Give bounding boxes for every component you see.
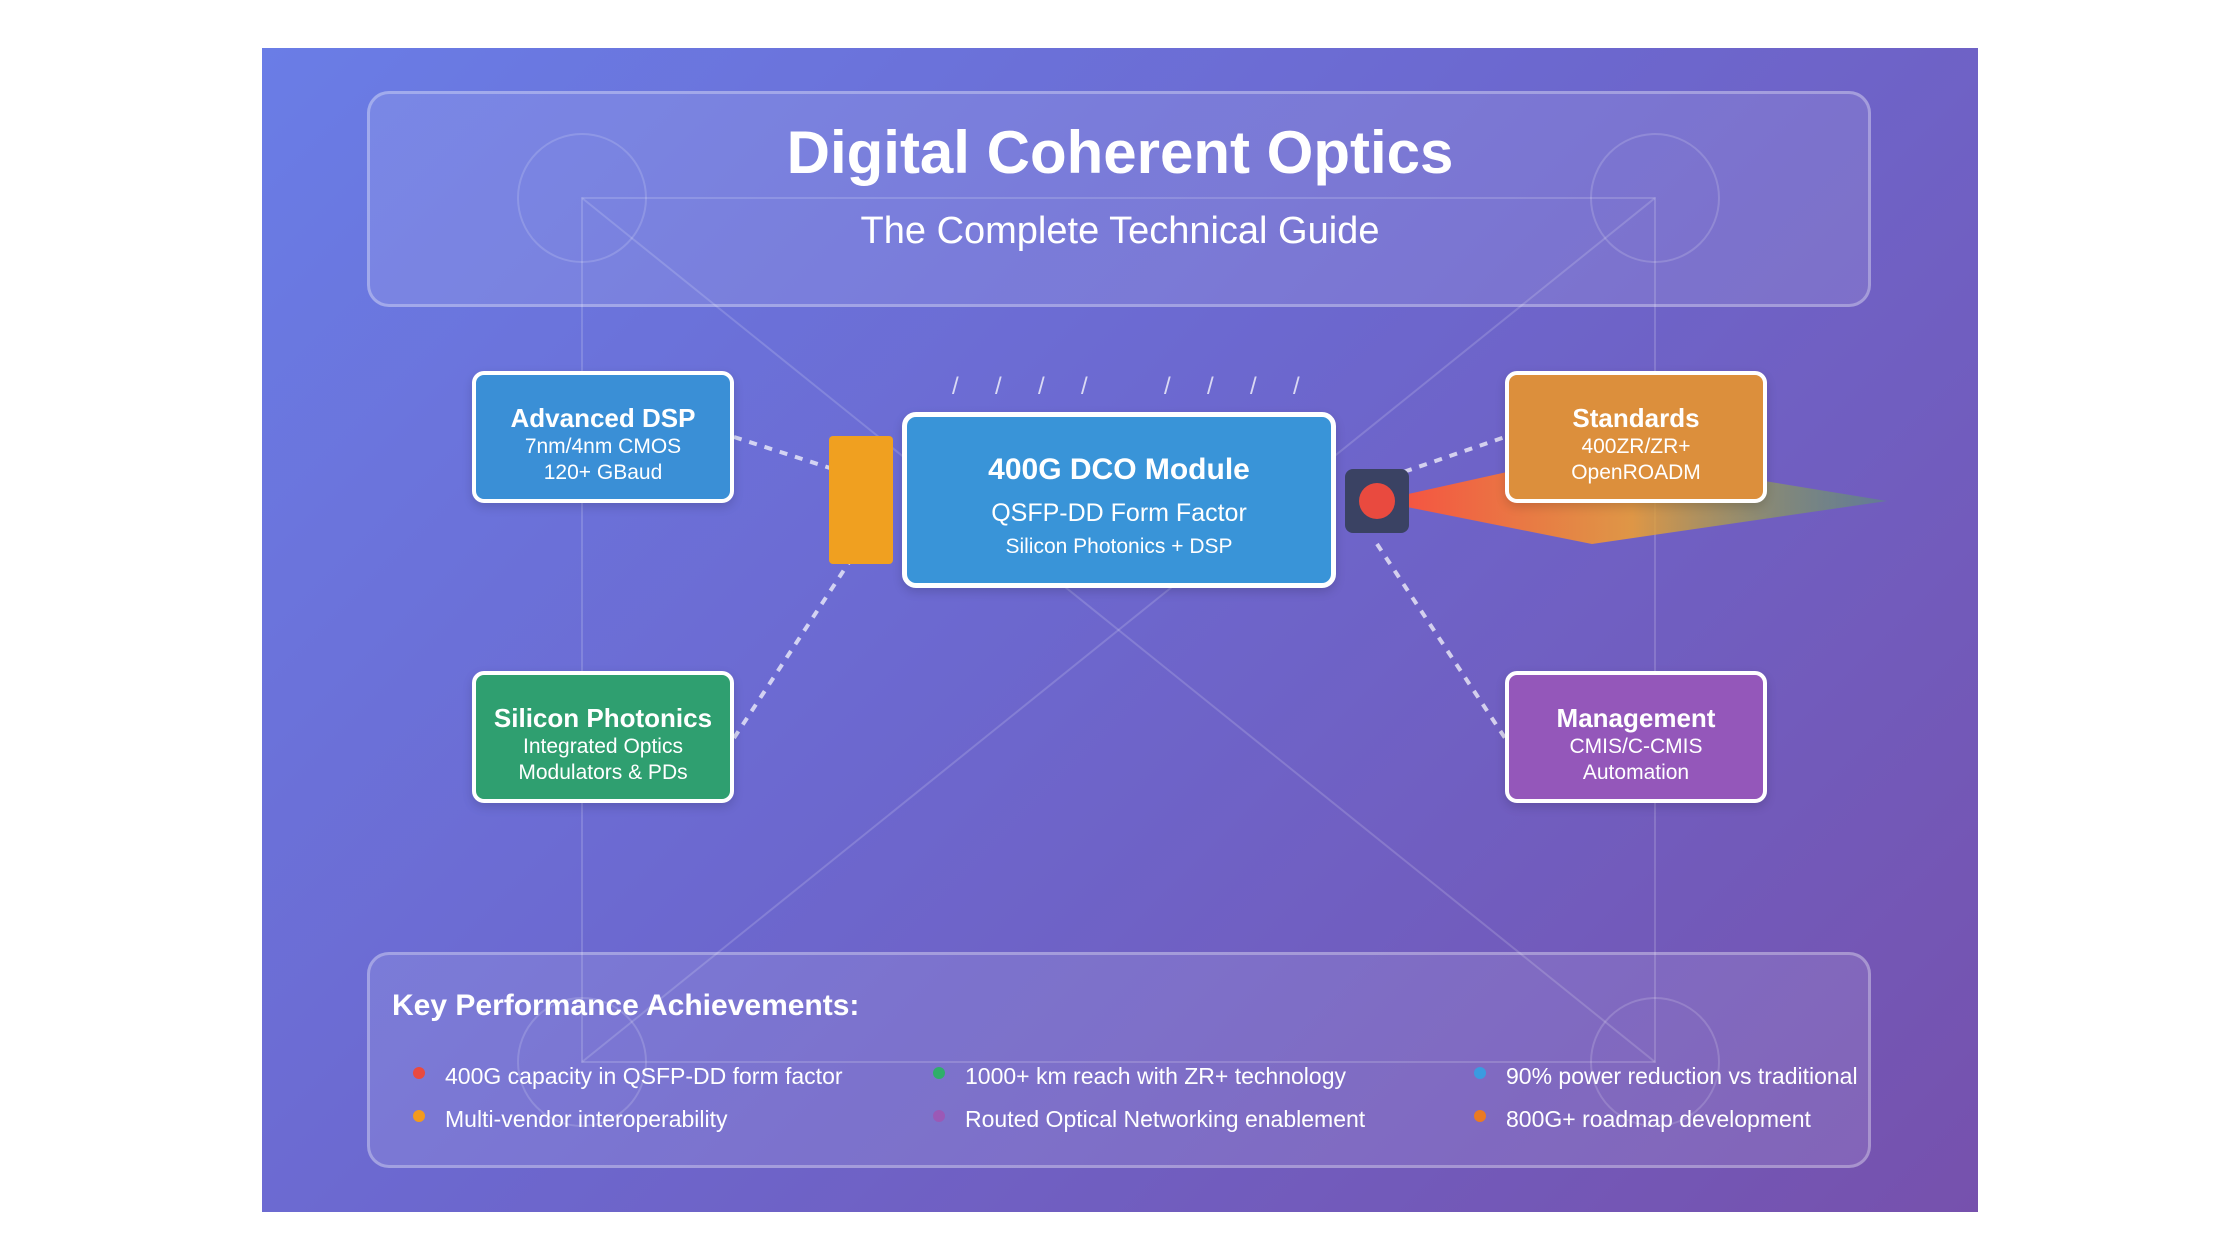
signal-mark: / [1038,373,1045,400]
kpi-text: Routed Optical Networking enablement [965,1106,1366,1132]
kpi-text: 1000+ km reach with ZR+ technology [965,1063,1346,1089]
connector-block [829,436,893,564]
node-line: Automation [1582,761,1690,784]
link-standards [1388,435,1506,479]
node-line: 120+ GBaud [543,461,663,484]
kpi-item: 1000+ km reach with ZR+ technology [933,1063,1346,1090]
node-management: Management CMIS/C-CMIS Automation [1505,671,1767,803]
kpi-text: 800G+ roadmap development [1506,1106,1811,1132]
optical-port [1345,469,1409,533]
node-title: Management [1556,703,1716,733]
signal-mark: / [1250,373,1257,400]
bullet-icon [1474,1110,1486,1122]
signal-mark: / [1207,373,1214,400]
bullet-icon [413,1067,425,1079]
node-line: Integrated Optics [523,735,683,758]
kpi-text: 400G capacity in QSFP-DD form factor [445,1063,843,1089]
node-line: CMIS/C-CMIS [1569,735,1703,758]
page-title: Digital Coherent Optics [786,119,1454,186]
node-line: 7nm/4nm CMOS [524,435,682,458]
node-detail: Silicon Photonics + DSP [1005,535,1233,558]
signal-mark: / [1164,373,1171,400]
page-subtitle: The Complete Technical Guide [860,210,1380,252]
node-dco-module: 400G DCO Module QSFP-DD Form Factor Sili… [902,412,1336,588]
node-subtitle: QSFP-DD Form Factor [991,499,1247,527]
kpi-title: Key Performance Achievements: [392,989,860,1022]
header-panel [367,91,1871,307]
kpi-text: Multi-vendor interoperability [445,1106,728,1132]
signal-mark: / [1081,373,1088,400]
bg-circle-top-right [1590,133,1720,263]
node-title: Silicon Photonics [493,703,713,733]
node-title: Standards [1572,403,1700,433]
kpi-item: Multi-vendor interoperability [413,1106,728,1133]
kpi-item: 90% power reduction vs traditional [1474,1063,1858,1090]
bg-circle-top-left [517,133,647,263]
node-line: Modulators & PDs [518,761,688,784]
node-title: Advanced DSP [510,403,696,433]
link-dsp [733,435,862,480]
node-line: 400ZR/ZR+ [1581,435,1691,458]
kpi-panel: Key Performance Achievements: 400G capac… [367,952,1871,1168]
node-title: 400G DCO Module [988,453,1250,486]
kpi-item: 800G+ roadmap development [1474,1106,1811,1133]
bullet-icon [933,1110,945,1122]
kpi-item: 400G capacity in QSFP-DD form factor [413,1063,843,1090]
node-line: OpenROADM [1571,461,1701,484]
bg-circle-bottom-right [1590,997,1720,1127]
link-photonics [732,542,863,740]
node-standards: Standards 400ZR/ZR+ OpenROADM [1505,371,1767,503]
diagram-canvas: Digital Coherent Optics The Complete Tec… [262,48,1978,1212]
bullet-icon [413,1110,425,1122]
node-advanced-dsp: Advanced DSP 7nm/4nm CMOS 120+ GBaud [472,371,734,503]
node-silicon-photonics: Silicon Photonics Integrated Optics Modu… [472,671,734,803]
kpi-item: Routed Optical Networking enablement [933,1106,1366,1133]
bullet-icon [933,1067,945,1079]
signal-marks: / / / / / / / / [952,373,1300,400]
signal-mark: / [952,373,959,400]
signal-mark: / [1293,373,1300,400]
bg-circle-bottom-left [517,997,647,1127]
kpi-text: 90% power reduction vs traditional [1506,1063,1858,1089]
bg-diagonal-1 [581,197,1656,1063]
signal-mark: / [995,373,1002,400]
bullet-icon [1474,1067,1486,1079]
laser-led-icon [1359,483,1395,519]
link-management [1375,542,1507,740]
bg-diagonal-2 [581,197,1656,1063]
